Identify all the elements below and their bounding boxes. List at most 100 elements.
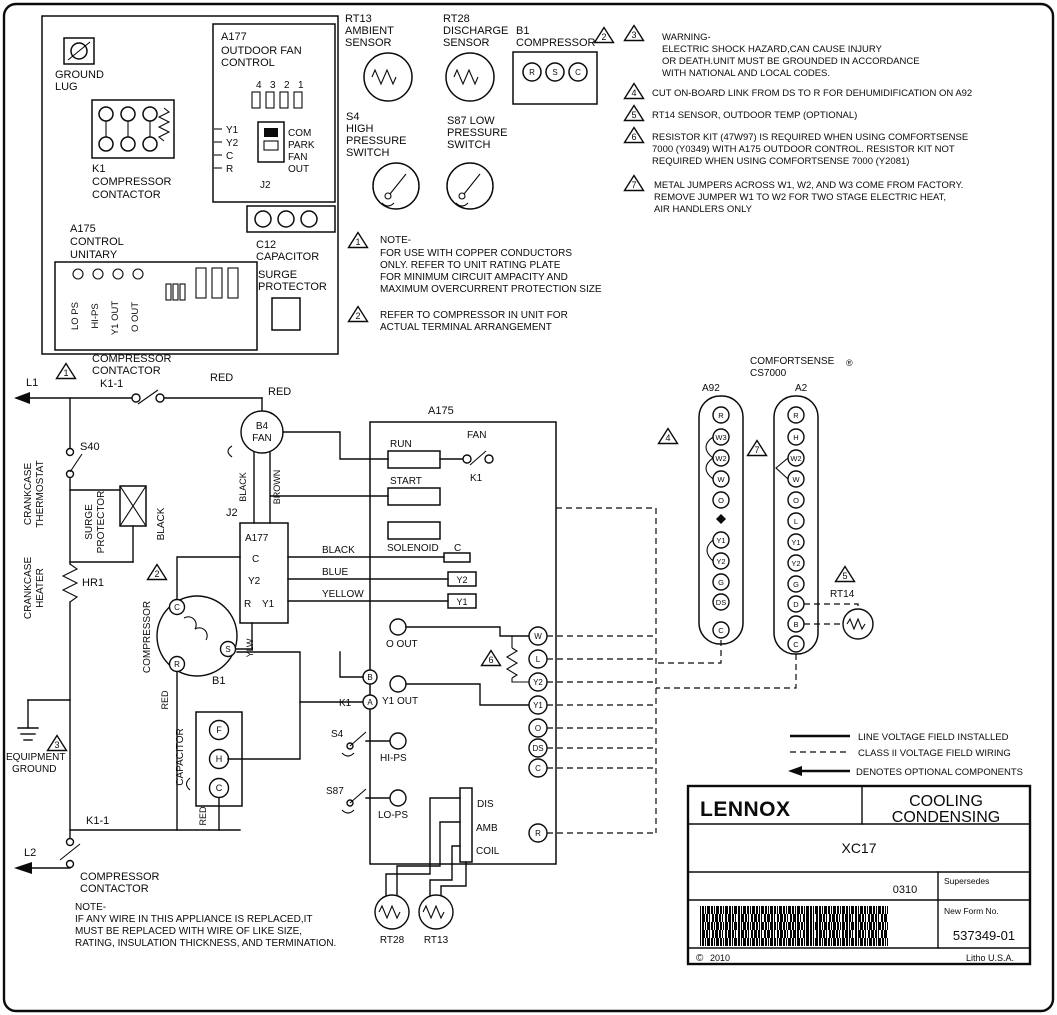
note-7-text: AIR HANDLERS ONLY [654, 204, 753, 215]
capacitor-terminal: C [216, 783, 223, 793]
a177-title: A177 [221, 31, 247, 43]
a2-pin: O [793, 496, 799, 505]
a177-pin-label: COM [288, 128, 311, 139]
wire-color-red: RED [160, 690, 170, 710]
terminal-label: C [535, 764, 541, 773]
b1-label: B1 [516, 25, 529, 37]
note-6-text: 7000 (Y0349) WITH A175 OUTDOOR CONTROL. … [652, 144, 955, 155]
y1-y2-jumper [706, 539, 714, 562]
note-4-flag: 4 [631, 88, 636, 98]
a177-pin: 2 [284, 80, 290, 91]
legend-optional: DENOTES OPTIONAL COMPONENTS [856, 767, 1023, 778]
a177-pin: 3 [270, 80, 276, 91]
a177-terminal: Y2 [248, 576, 261, 587]
s4-switch-symbol [372, 162, 420, 210]
class2-field-wiring [547, 507, 797, 834]
product-type: COOLING [909, 793, 983, 810]
note-5-flag: 5 [631, 110, 636, 120]
a175-terminal-label: LO PS [70, 302, 81, 330]
a177-pin-label: PARK [288, 140, 315, 151]
wire-color-yellow: YELLOW [322, 589, 364, 600]
note-1-text: NOTE- [380, 235, 411, 246]
k1-label: K1 [92, 163, 105, 175]
surge-protector-label: PROTECTOR [96, 491, 107, 554]
terminal-label: Y1 [533, 701, 543, 710]
start-terminal-label: START [390, 476, 422, 487]
date-code: 0310 [893, 884, 917, 896]
a92-pin: DS [716, 598, 726, 607]
a92-designator: A92 [702, 383, 720, 394]
bottom-sensors: RT28 RT13 [374, 894, 454, 946]
notes-middle: 1 NOTE- FOR USE WITH COPPER CONDUCTORS O… [347, 231, 602, 333]
equipment-ground-label: GROUND [12, 764, 56, 775]
a92-pin: R [718, 411, 724, 420]
spade-terminal-label: Y1 [456, 597, 467, 607]
a92-pin: C [718, 626, 724, 635]
rt28-label: SENSOR [443, 37, 490, 49]
a2-pin: L [794, 517, 798, 526]
a175-terminal-label: Y1 OUT [110, 301, 121, 336]
k1-coil-label: K1 [339, 698, 352, 709]
rt13-label: SENSOR [345, 37, 392, 49]
spade-terminal-label: Y2 [456, 575, 467, 585]
crankcase-heater-label: HEATER [35, 568, 46, 608]
amb-label: AMB [476, 823, 498, 834]
s4-label: SWITCH [346, 147, 389, 159]
a177-title: CONTROL [221, 57, 275, 69]
s87-label: S87 LOW [447, 115, 495, 127]
warning-text: WITH NATIONAL AND LOCAL CODES. [662, 68, 830, 79]
contactor-bottom-label: COMPRESSOR [80, 871, 160, 883]
a2-pin: H [793, 433, 798, 442]
lo-ps-label: LO-PS [378, 810, 408, 821]
equipment-ground-label: EQUIPMENT [6, 752, 65, 763]
contactor-bottom-label: K1-1 [86, 815, 109, 827]
rt13-symbol [418, 894, 454, 930]
wire-color-brown: BROWN [272, 470, 282, 505]
wire-color-black: BLACK [322, 545, 355, 556]
a177-terminal: R [244, 599, 251, 610]
k1-fan-contact-label: K1 [470, 473, 483, 484]
dis-label: DIS [477, 799, 494, 810]
a177-terminal: Y1 [262, 599, 275, 610]
terminal-label: O [535, 724, 541, 733]
supersedes-label: Supersedes [944, 876, 989, 886]
rt13-label: RT13 [424, 935, 449, 946]
note-3-flag: 3 [54, 740, 59, 750]
thermostat-connectors: COMFORTSENSE CS7000 ® A92 A2 R W3 W2 W O… [657, 356, 874, 655]
wire-color-black: BLACK [156, 507, 167, 540]
a175-control-board: A175 RUN FAN K1 START SOLENOID O OUT B A… [269, 405, 557, 896]
l2-label: L2 [24, 847, 36, 859]
rt28-sensor-symbol [445, 52, 495, 102]
component-overview-box: GROUND LUG K1 COMPRESSOR CONTACTOR A177 … [41, 15, 339, 355]
a175-terminal-label: HI-PS [90, 303, 101, 328]
note-2-flag: 2 [355, 311, 360, 321]
surge-protector-symbol [271, 297, 301, 331]
new-form-label: New Form No. [944, 906, 999, 916]
terminal-label: R [535, 829, 541, 838]
contactor-bottom-label: CONTACTOR [80, 883, 149, 895]
note-5-text: RT14 SENSOR, OUTDOOR TEMP (OPTIONAL) [652, 110, 857, 121]
bottom-note: RATING, INSULATION THICKNESS, AND TERMIN… [75, 938, 336, 949]
j2-label: J2 [260, 180, 271, 191]
note-1-flag: 1 [355, 237, 360, 247]
note-2-flag: 2 [601, 32, 606, 42]
note-2-flag: 2 [154, 569, 159, 579]
a92-pin: Y1 [716, 536, 725, 545]
a2-pin: W2 [790, 454, 801, 463]
a177-pin-label: OUT [288, 164, 309, 175]
w2-w-jumper [705, 457, 714, 480]
wire-color-black: BLACK [238, 472, 248, 502]
model-number: XC17 [841, 840, 876, 856]
registered-mark-icon: ® [846, 358, 853, 368]
contactor-top-label: K1-1 [100, 378, 123, 390]
w3-w2-jumper [705, 436, 714, 459]
c12-label: C12 [256, 239, 276, 251]
rt13-sensor-symbol [363, 52, 413, 102]
spade-terminal-label: C [454, 543, 461, 554]
a177-pin-label: FAN [288, 152, 307, 163]
product-type: CONDENSING [892, 809, 1000, 826]
o-out-label: O OUT [386, 639, 418, 650]
wire-color-red: RED [198, 806, 208, 826]
rt14-symbol [842, 608, 874, 640]
